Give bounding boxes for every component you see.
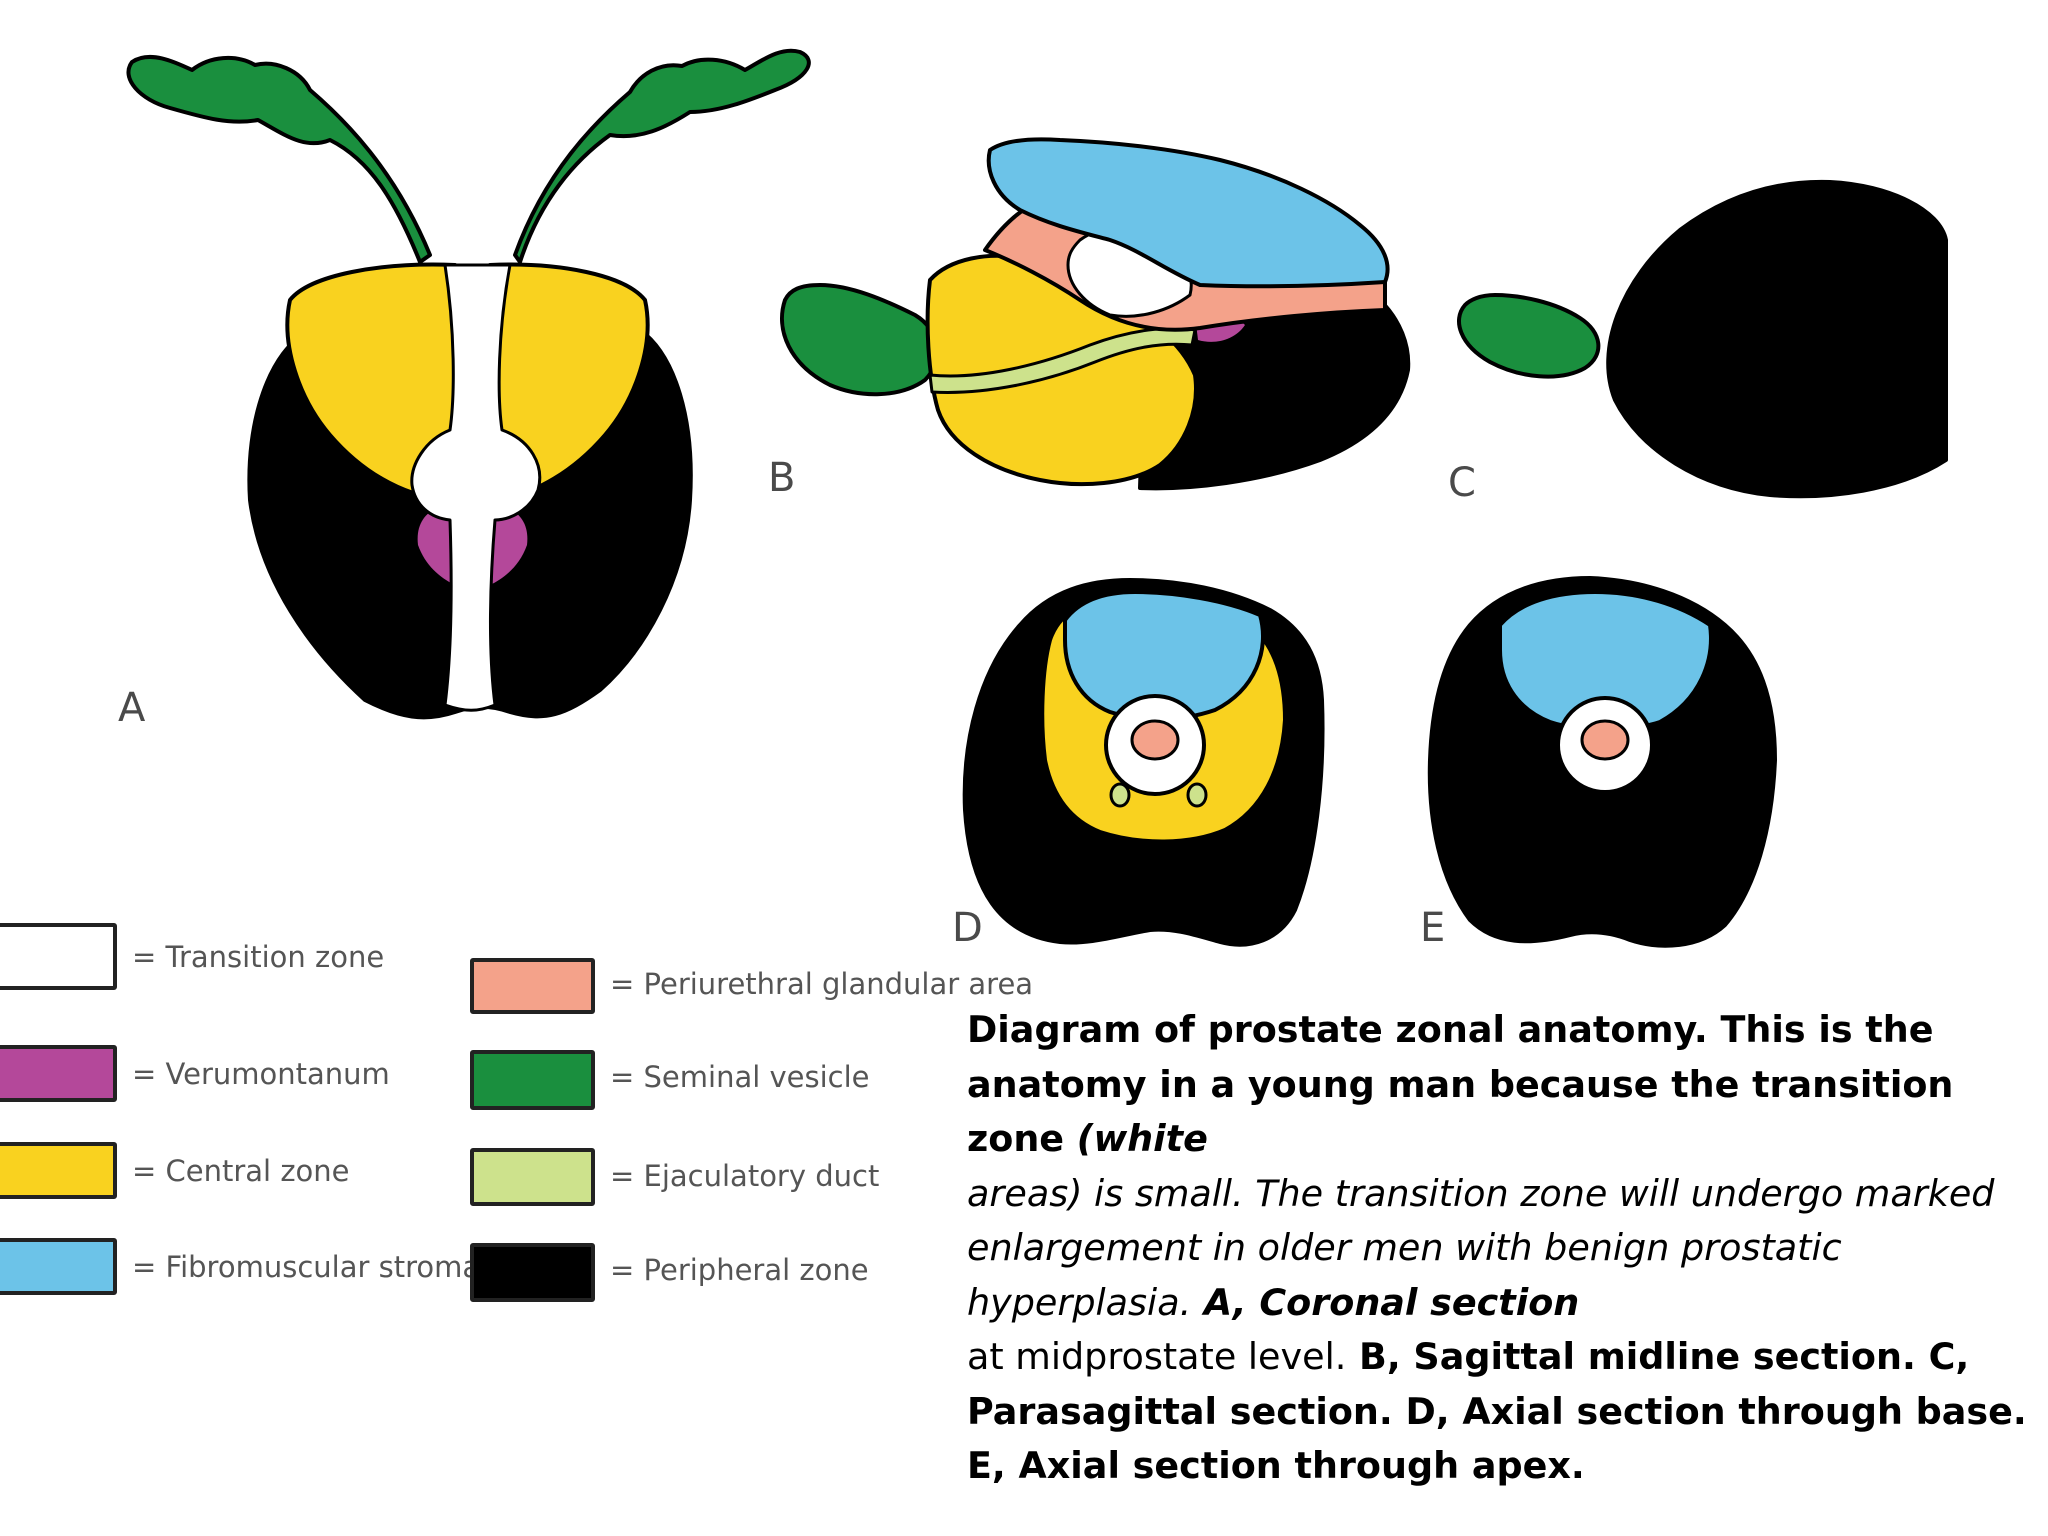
legend-swatch-periurethral-glandular-area — [470, 958, 595, 1014]
panel-d-periurethral-glandular-area — [1130, 719, 1180, 761]
legend-label-ejaculatory-duct: = Ejaculatory duct — [610, 1159, 880, 1193]
caption-part-5: at midprostate level. — [967, 1335, 1347, 1378]
panel-label-e: E — [1420, 905, 1446, 951]
legend-swatch-transition-zone — [0, 923, 117, 990]
panel-a-urethra — [410, 263, 542, 712]
panel-d-axial-base-section — [962, 578, 1325, 947]
panel-a-central-zone-right — [488, 262, 650, 502]
panel-e-axial-apex-section — [1427, 576, 1777, 948]
legend-swatch-central-zone — [0, 1142, 117, 1199]
panel-d-fibromuscular-stroma — [1063, 590, 1265, 722]
panel-e-periurethral-glandular-area — [1580, 719, 1630, 761]
legend-label-transition-zone: = Transition zone — [132, 940, 385, 974]
legend-label-fibromuscular-stroma: = Fibromuscular stroma — [132, 1250, 481, 1284]
panel-c-parasagittal-section — [1457, 179, 1948, 499]
legend-swatch-peripheral-zone — [470, 1243, 595, 1302]
legend-swatch-verumontanum — [0, 1045, 117, 1102]
legend-label-verumontanum: = Verumontanum — [132, 1057, 390, 1091]
panel-label-c: C — [1448, 460, 1476, 506]
panel-b-ejaculatory-duct — [928, 326, 1197, 394]
panel-a-seminal-vesicle-left — [126, 54, 432, 264]
panel-b-fibromuscular-stroma — [986, 137, 1390, 289]
caption-part-2: (white — [1076, 1117, 1208, 1160]
panel-label-d: D — [952, 905, 983, 951]
panel-a-verumontanum-right — [490, 505, 528, 585]
panel-a-central-zone-left — [285, 262, 457, 502]
panel-b-seminal-vesicle — [780, 283, 940, 397]
panel-d-ejaculatory-duct-right — [1186, 782, 1208, 808]
panel-label-a: A — [118, 685, 146, 731]
caption-part-1: Diagram of prostate zonal anatomy. This … — [967, 1008, 1954, 1160]
figure-caption: Diagram of prostate zonal anatomy. This … — [967, 1003, 2042, 1494]
panel-b-sagittal-section — [780, 137, 1411, 491]
legend-swatch-fibromuscular-stroma — [0, 1238, 117, 1295]
panel-label-b: B — [768, 455, 796, 501]
legend-label-peripheral-zone: = Peripheral zone — [610, 1253, 869, 1287]
legend-swatch-seminal-vesicle — [470, 1050, 595, 1110]
legend-label-seminal-vesicle: = Seminal vesicle — [610, 1060, 870, 1094]
panel-a-seminal-vesicle-right — [513, 48, 811, 264]
panel-d-ejaculatory-duct-left — [1109, 782, 1131, 808]
panel-a-verumontanum-left — [417, 505, 455, 585]
caption-part-6: B, Sagittal midline section. C, Parasagi… — [967, 1335, 2027, 1487]
panel-c-peripheral-zone — [1606, 179, 1948, 499]
legend-swatch-ejaculatory-duct — [470, 1148, 595, 1206]
legend-label-central-zone: = Central zone — [132, 1154, 350, 1188]
panel-e-fibromuscular-stroma — [1498, 590, 1713, 732]
caption-part-4: A, Coronal section — [1191, 1280, 1580, 1324]
caption-part-3: areas) is small. The transition zone wil… — [967, 1171, 1995, 1324]
legend-label-periurethral-glandular-area: = Periurethral glandular area — [610, 967, 1034, 1001]
panel-a-coronal-section — [126, 48, 811, 720]
panel-c-seminal-vesicle — [1457, 293, 1601, 379]
